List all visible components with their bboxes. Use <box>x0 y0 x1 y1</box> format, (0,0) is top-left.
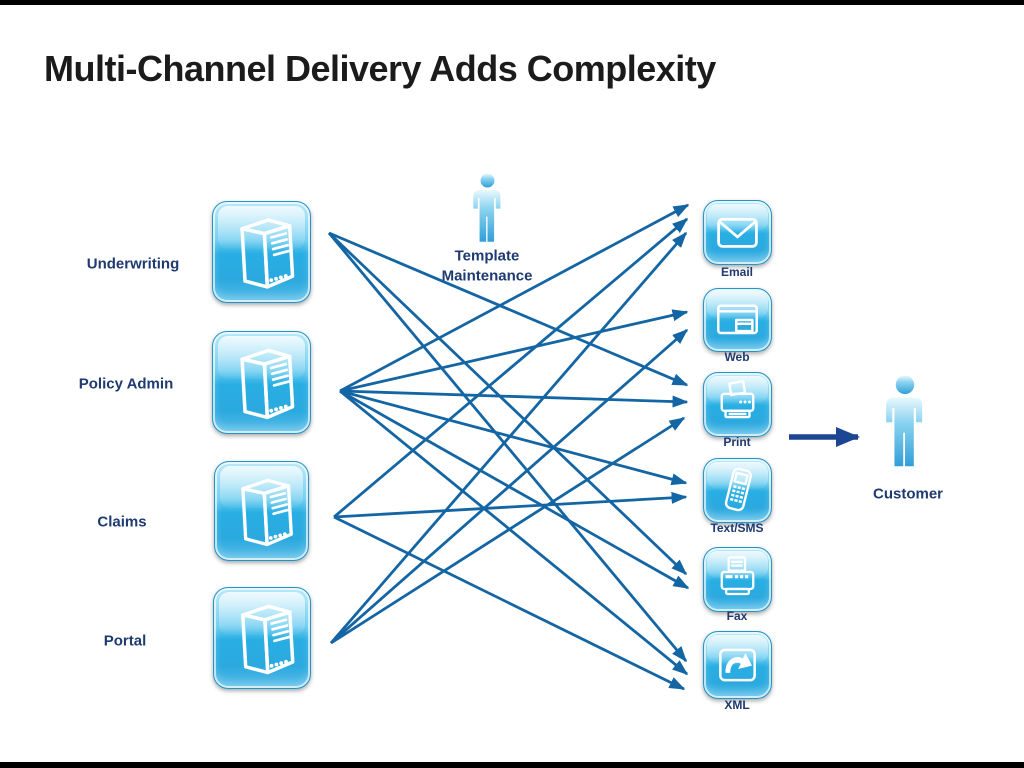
channel-label-sms: Text/SMS <box>710 521 764 535</box>
slide-title: Multi-Channel Delivery Adds Complexity <box>44 48 716 89</box>
bottom-border-bar <box>0 762 1024 768</box>
template-maintenance-label-line2: Maintenance <box>441 267 533 285</box>
source-label-portal: Portal <box>103 632 147 650</box>
arrow-policy_admin-to-web <box>339 309 689 393</box>
template-maintenance-label-line1: Template <box>454 247 520 265</box>
arrow-policy_admin-to-print <box>339 389 689 408</box>
arrow-portal-to-email <box>329 231 688 644</box>
source-label-claims: Claims <box>97 513 147 531</box>
channel-tile-fax <box>703 547 772 612</box>
arrow-claims-to-xml <box>333 515 686 691</box>
source-label-underwriting: Underwriting <box>86 255 180 273</box>
xml-icon <box>704 632 771 698</box>
top-border-bar <box>0 0 1024 5</box>
fax-icon <box>704 548 771 611</box>
source-tile-policy_admin <box>212 331 311 434</box>
customer-label: Customer <box>872 485 944 503</box>
person-icon <box>469 173 506 247</box>
arrow-portal-to-print <box>330 416 686 645</box>
phone-icon <box>704 459 771 522</box>
channel-label-fax: Fax <box>726 609 748 623</box>
email-icon <box>704 201 771 264</box>
source-tile-claims <box>214 461 309 561</box>
server-icon <box>214 588 310 688</box>
source-label-policy_admin: Policy Admin <box>78 375 174 393</box>
arrow-policy_admin-to-email <box>339 203 690 393</box>
arrow-policy_admin-to-xml <box>339 389 689 676</box>
print-icon <box>704 373 771 436</box>
channel-tile-sms <box>703 458 772 523</box>
channel-label-email: Email <box>720 265 754 279</box>
server-icon <box>213 332 310 433</box>
server-icon <box>215 462 308 560</box>
channel-label-xml: XML <box>724 698 750 712</box>
channel-tile-print <box>703 372 772 437</box>
arrow-portal-to-web <box>330 328 689 645</box>
arrow-claims-to-sms <box>333 491 688 519</box>
channel-tile-web <box>703 288 772 352</box>
arrow-underwriting-to-xml <box>327 232 688 663</box>
arrow-policy_admin-to-sms <box>339 389 688 486</box>
source-tile-portal <box>213 587 311 689</box>
server-icon <box>213 202 310 302</box>
channel-tile-xml <box>703 631 772 699</box>
arrow-policy_admin-to-fax <box>339 389 690 590</box>
channel-label-print: Print <box>723 435 751 449</box>
channel-label-web: Web <box>724 350 750 364</box>
source-tile-underwriting <box>212 201 311 303</box>
channel-tile-email <box>703 200 772 265</box>
customer-person-icon <box>883 372 927 476</box>
web-icon <box>704 289 771 351</box>
